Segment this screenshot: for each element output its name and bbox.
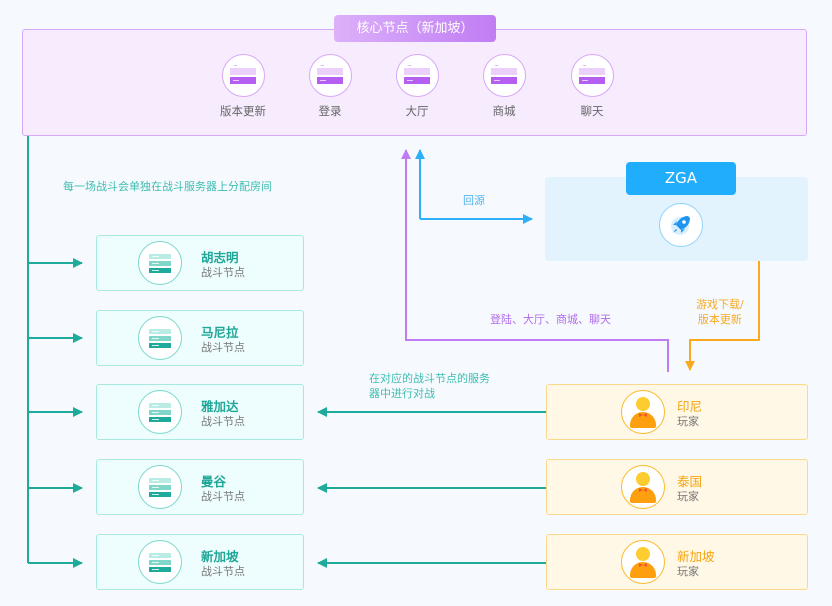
battle-play-label: 在对应的战斗节点的服务 器中进行对战 (369, 371, 490, 401)
battle-node-name: 雅加达 (201, 399, 239, 414)
download-arrow (685, 261, 760, 371)
battle-node-name: 曼谷 (201, 474, 227, 489)
battle-node-name: 马尼拉 (201, 325, 239, 340)
rocket-icon (659, 203, 703, 247)
server-stack-icon (138, 241, 182, 285)
server-stack-icon (138, 540, 182, 584)
service-label: 聊天 (580, 104, 604, 118)
server-panel-icon (482, 54, 526, 97)
battle-node-ho-chi-minh[interactable]: 胡志明 战斗节点 (96, 235, 304, 291)
battle-node-name: 新加坡 (201, 549, 239, 564)
user-avatar-icon (621, 390, 665, 434)
battle-play-label-line2: 器中进行对战 (369, 387, 435, 400)
battle-node-type: 战斗节点 (201, 341, 245, 354)
download-label-line1: 游戏下载/ (696, 298, 744, 311)
battle-allocation-note: 每一场战斗会单独在战斗服务器上分配房间 (63, 180, 272, 193)
server-panel-icon (395, 54, 439, 97)
battle-node-jakarta[interactable]: 雅加达 战斗节点 (96, 384, 304, 440)
service-label: 登录 (318, 104, 342, 118)
player-node-type: 玩家 (677, 565, 699, 578)
server-stack-icon (138, 390, 182, 434)
service-lobby[interactable]: 大厅 (372, 54, 462, 119)
player-node-type: 玩家 (677, 415, 699, 428)
player-node-type: 玩家 (677, 490, 699, 503)
server-panel-icon (221, 54, 265, 97)
download-label: 游戏下载/ 版本更新 (696, 297, 744, 327)
player-node-indonesia[interactable]: 印尼 玩家 (546, 384, 808, 440)
service-label: 大厅 (405, 104, 429, 118)
player-node-thailand[interactable]: 泰国 玩家 (546, 459, 808, 515)
player-node-singapore[interactable]: 新加坡 玩家 (546, 534, 808, 590)
battle-node-bangkok[interactable]: 曼谷 战斗节点 (96, 459, 304, 515)
battle-node-type: 战斗节点 (201, 490, 245, 503)
service-label: 版本更新 (220, 104, 266, 118)
battle-node-type: 战斗节点 (201, 266, 245, 279)
zga-title: ZGA (626, 162, 736, 195)
battle-node-type: 战斗节点 (201, 565, 245, 578)
battle-node-type: 战斗节点 (201, 415, 245, 428)
server-stack-icon (138, 465, 182, 509)
battle-node-singapore[interactable]: 新加坡 战斗节点 (96, 534, 304, 590)
service-login[interactable]: 登录 (285, 54, 375, 119)
player-node-name: 印尼 (677, 399, 703, 414)
battle-node-manila[interactable]: 马尼拉 战斗节点 (96, 310, 304, 366)
download-label-line2: 版本更新 (697, 313, 742, 326)
service-store[interactable]: 商城 (459, 54, 549, 119)
user-avatar-icon (621, 540, 665, 584)
player-to-core-arrow (401, 149, 669, 372)
service-label: 商城 (492, 104, 516, 118)
player-node-name: 新加坡 (677, 549, 715, 564)
service-version-update[interactable]: 版本更新 (198, 54, 288, 119)
player-node-name: 泰国 (677, 474, 703, 489)
core-node-title: 核心节点（新加坡） (334, 15, 496, 42)
battle-node-name: 胡志明 (201, 250, 239, 265)
battle-play-label-line1: 在对应的战斗节点的服务 (369, 372, 490, 385)
server-panel-icon (308, 54, 352, 97)
server-panel-icon (570, 54, 614, 97)
server-stack-icon (138, 316, 182, 360)
user-avatar-icon (621, 465, 665, 509)
service-chat[interactable]: 聊天 (547, 54, 637, 119)
back-to-origin-label: 回源 (463, 194, 485, 207)
player-to-core-label: 登陆、大厅、商城、聊天 (490, 313, 611, 326)
